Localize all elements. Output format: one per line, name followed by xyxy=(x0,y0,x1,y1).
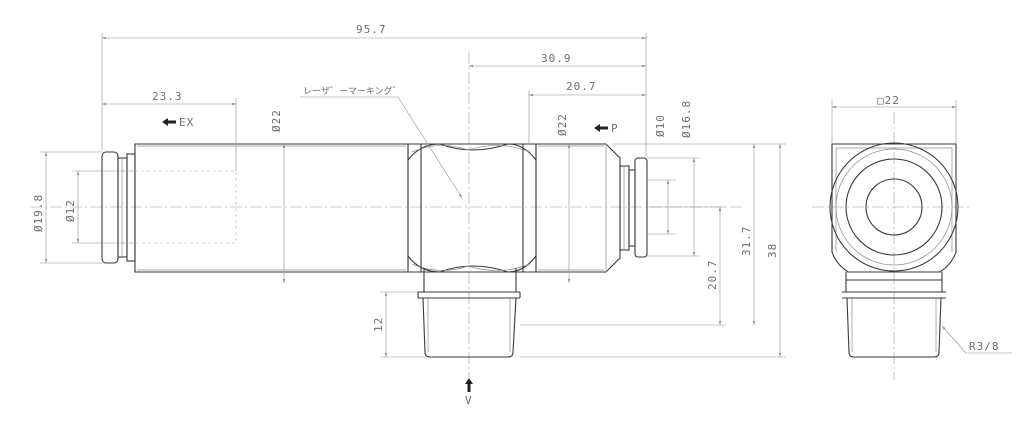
dim-height-20-7: 20.7 xyxy=(706,260,719,291)
side-view xyxy=(812,112,972,380)
dim-ring-diameter-19-8: Ø19.8 xyxy=(32,194,45,232)
dim-height-31-7: 31.7 xyxy=(740,226,753,257)
dim-body-diameter: Ø22 xyxy=(270,109,283,132)
front-view xyxy=(30,52,742,392)
thread-stud xyxy=(417,268,521,358)
ex-release-ring xyxy=(101,151,136,264)
front-dimensions: 95.7 30.9 20.7 23.3 EX P Ø22 Ø22 Ø10 Ø16… xyxy=(32,23,786,407)
bottom-port-label: V xyxy=(465,394,473,407)
laser-marking-note: レーザ゛ーマーキング゛ xyxy=(303,85,402,97)
dim-center-to-end: 30.9 xyxy=(541,52,572,65)
p-port-label: P xyxy=(611,122,619,135)
elbow-ball xyxy=(407,143,537,273)
dim-p-port-length: 20.7 xyxy=(566,80,597,93)
dim-ring-diameter-16-8: Ø16.8 xyxy=(680,100,693,138)
dim-tube-diameter-12: Ø12 xyxy=(64,199,77,222)
dim-tube-diameter-10: Ø10 xyxy=(654,114,667,137)
dim-p-body-diameter: Ø22 xyxy=(556,113,569,136)
p-body-tube xyxy=(535,143,621,273)
bottom-flow-arrow-icon xyxy=(465,378,473,392)
dim-square-size: □22 xyxy=(877,94,900,107)
dim-ex-port-length: 23.3 xyxy=(152,90,183,103)
side-dimensions: □22 R3/8 xyxy=(831,94,1012,354)
thread-spec-label: R3/8 xyxy=(969,340,1000,353)
p-release-ring xyxy=(619,157,648,258)
ex-body-tube xyxy=(134,143,409,273)
ex-port-label: EX xyxy=(179,116,194,129)
dim-overall-length: 95.7 xyxy=(356,23,387,36)
p-flow-arrow-icon xyxy=(594,124,608,132)
ex-flow-arrow-icon xyxy=(162,118,176,126)
dim-thread-length: 12 xyxy=(372,317,385,332)
dim-height-38: 38 xyxy=(766,243,779,258)
